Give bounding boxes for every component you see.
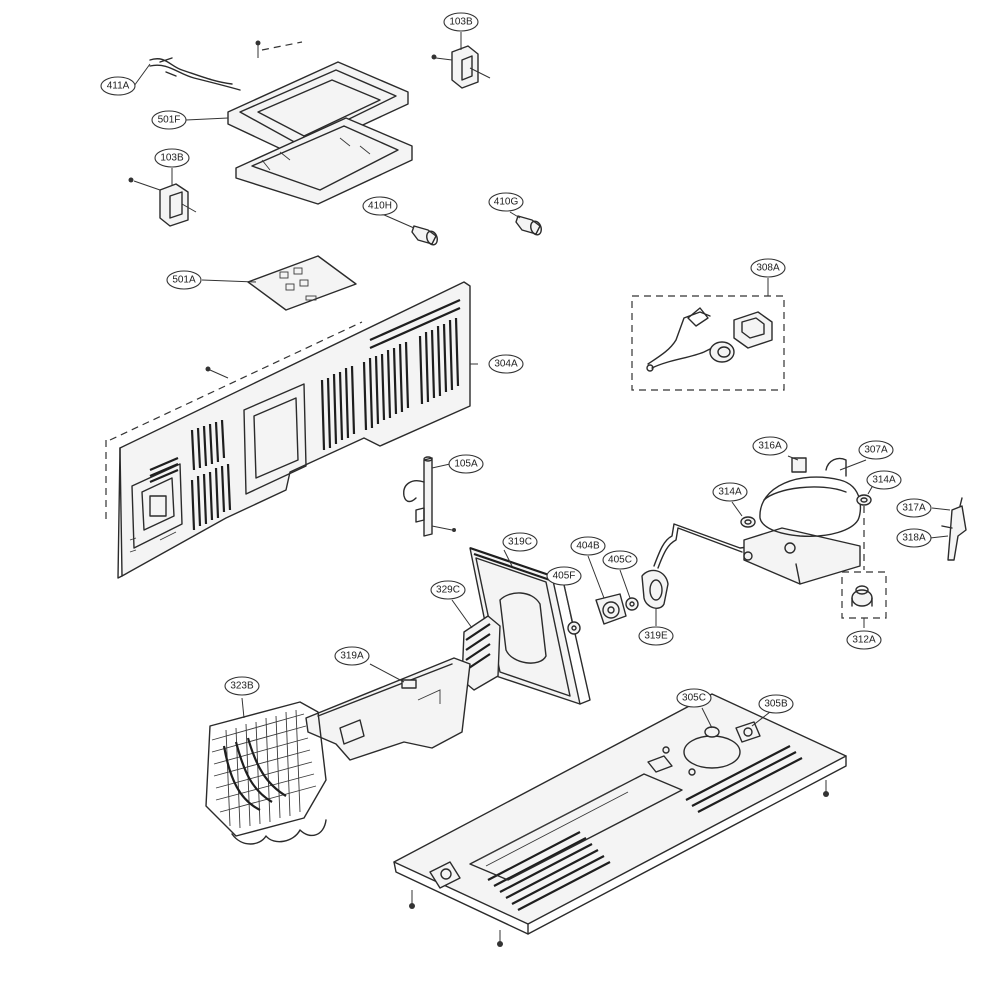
label-plate-501a [247, 255, 357, 311]
washer-405c [625, 597, 639, 611]
svg-text:307A: 307A [864, 445, 888, 456]
svg-text:316A: 316A [758, 441, 782, 452]
callout-308a: 308A [750, 258, 786, 278]
callout-411a: 411A [100, 76, 136, 96]
callout-319e: 319E [638, 626, 674, 646]
washer-405f [567, 621, 581, 635]
callout-304a: 304A [488, 354, 524, 374]
callout-410g: 410G [488, 192, 524, 212]
tube-105a [403, 456, 456, 537]
grommet-kit-312a [841, 571, 887, 619]
callout-404b: 404B [570, 536, 606, 556]
callout-307a: 307A [858, 440, 894, 460]
callout-305c: 305C [676, 688, 712, 708]
callout-410h: 410H [362, 196, 398, 216]
grommet-314a-left [740, 516, 756, 528]
grommet-314a-right [856, 494, 872, 570]
svg-text:308A: 308A [756, 263, 780, 274]
svg-text:314A: 314A [872, 475, 896, 486]
svg-text:318A: 318A [902, 533, 926, 544]
wiring-kit-308a [631, 295, 785, 391]
svg-text:405F: 405F [553, 571, 576, 582]
svg-text:405C: 405C [608, 555, 632, 566]
callout-319c: 319C [502, 532, 538, 552]
callout-103b-left: 103B [154, 148, 190, 168]
svg-text:410H: 410H [368, 201, 392, 212]
callout-105a: 105A [448, 454, 484, 474]
drier-319e [641, 523, 757, 609]
svg-text:404B: 404B [576, 541, 600, 552]
callout-305b: 305B [758, 694, 794, 714]
switch-410g [515, 215, 542, 236]
bracket-103b-left [128, 177, 197, 227]
svg-text:312A: 312A [852, 635, 876, 646]
relay-317a-318a [941, 497, 967, 561]
switch-410h [411, 225, 438, 246]
svg-text:305B: 305B [764, 699, 788, 710]
svg-text:304A: 304A [494, 359, 518, 370]
callout-329c: 329C [430, 580, 466, 600]
svg-text:501A: 501A [172, 275, 196, 286]
svg-text:501F: 501F [158, 115, 181, 126]
svg-text:410G: 410G [494, 197, 519, 208]
svg-text:319E: 319E [644, 631, 668, 642]
callout-317a: 317A [896, 498, 932, 518]
compressor-assembly [743, 457, 862, 585]
bracket-103b-top [431, 45, 491, 89]
svg-text:103B: 103B [449, 17, 473, 28]
callout-319a: 319A [334, 646, 370, 666]
callout-323b: 323B [224, 676, 260, 696]
svg-text:314A: 314A [718, 487, 742, 498]
svg-text:305C: 305C [682, 693, 706, 704]
condenser-coil-323b [205, 701, 327, 845]
svg-text:329C: 329C [436, 585, 460, 596]
rear-panel-304a [105, 281, 471, 579]
callout-501f: 501F [151, 110, 187, 130]
base-plate [393, 693, 847, 947]
svg-text:319A: 319A [340, 651, 364, 662]
grommet-305c [704, 726, 720, 738]
control-panel-assembly [149, 40, 413, 205]
trough-319a [305, 657, 471, 761]
svg-text:323B: 323B [230, 681, 254, 692]
callout-314a-left: 314A [712, 482, 748, 502]
svg-text:317A: 317A [902, 503, 926, 514]
svg-text:411A: 411A [107, 81, 130, 92]
fan-motor-404b [595, 593, 627, 625]
callout-312a: 312A [846, 630, 882, 650]
svg-text:105A: 105A [454, 459, 478, 470]
callout-103b-top: 103B [443, 12, 479, 32]
callout-405f: 405F [546, 566, 582, 586]
svg-text:319C: 319C [508, 537, 532, 548]
callout-501a: 501A [166, 270, 202, 290]
callout-316a: 316A [752, 436, 788, 456]
callout-314a-right: 314A [866, 470, 902, 490]
grommet-305b [735, 721, 761, 743]
svg-text:103B: 103B [160, 153, 184, 164]
callout-318a: 318A [896, 528, 932, 548]
callout-405c: 405C [602, 550, 638, 570]
leader-lines [133, 32, 951, 729]
